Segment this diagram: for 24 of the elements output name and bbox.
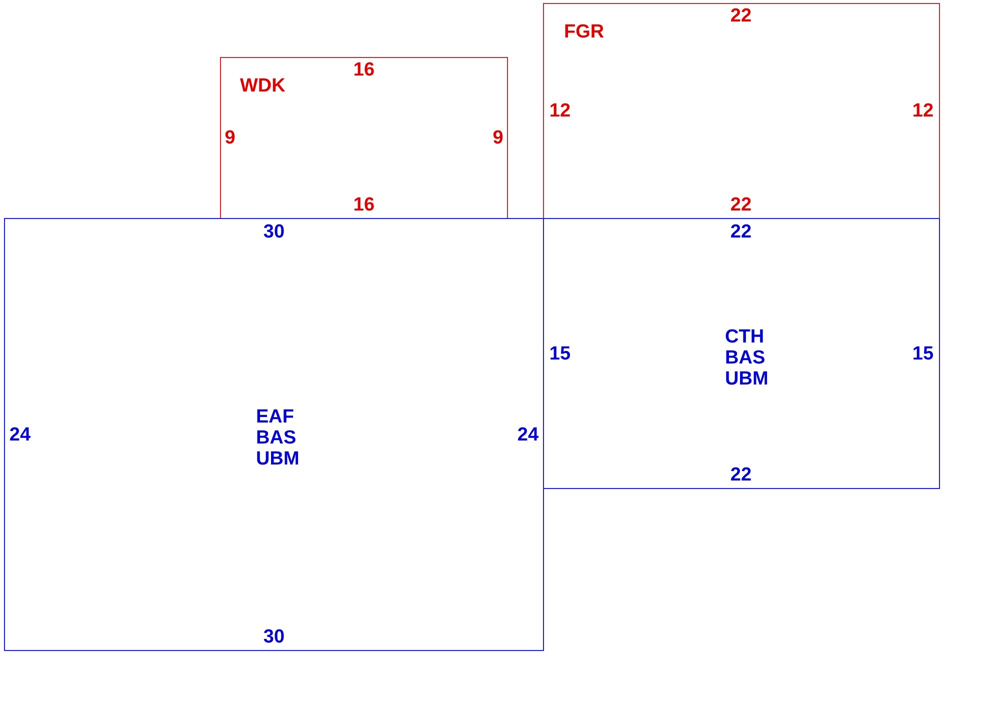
dimension-label: 12: [549, 100, 571, 122]
dimension-label: 24: [517, 424, 539, 446]
dimension-label: 22: [730, 194, 752, 216]
box-label: CTH BAS UBM: [725, 326, 768, 390]
dimension-label: 9: [224, 128, 236, 148]
box-title: WDK: [240, 76, 286, 96]
box-title: FGR: [564, 22, 604, 42]
dimension-label: 16: [353, 60, 375, 80]
dimension-label: 22: [730, 464, 752, 486]
dimension-label: 30: [263, 222, 285, 242]
dimension-label: 12: [912, 100, 934, 122]
dimension-label: 16: [353, 194, 375, 216]
dimension-label: 22: [730, 222, 752, 242]
box-label: EAF BAS UBM: [256, 406, 300, 470]
outlined-box: [543, 3, 940, 219]
outlined-box: [543, 218, 940, 489]
dimension-label: 22: [730, 6, 752, 26]
dimension-label: 9: [492, 128, 504, 148]
dimension-label: 30: [263, 626, 285, 648]
dimension-label: 15: [549, 344, 571, 364]
dimension-label: 15: [912, 344, 934, 364]
dimension-label: 24: [9, 424, 31, 446]
outlined-box: [4, 218, 544, 651]
outlined-box: [220, 57, 508, 219]
